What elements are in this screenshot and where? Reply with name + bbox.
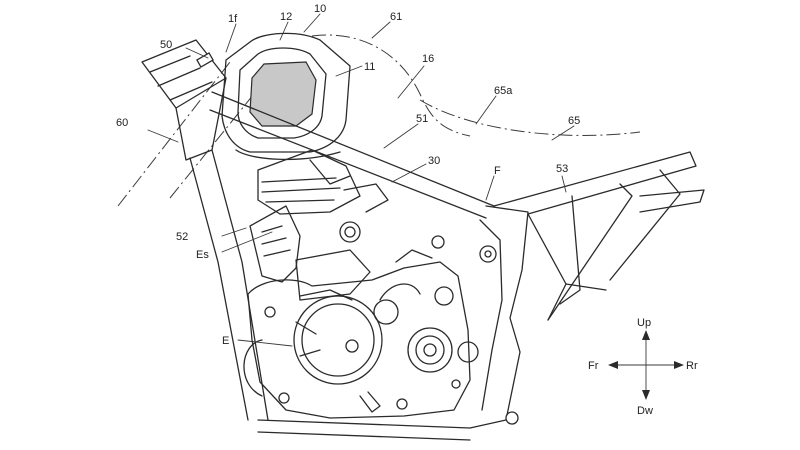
label-60: 60 xyxy=(116,117,128,129)
label-65a: 65a xyxy=(494,85,513,97)
label-E: E xyxy=(222,335,229,347)
arrow-down-icon xyxy=(642,390,650,400)
label-52: 52 xyxy=(176,231,188,243)
arrow-up-icon xyxy=(642,330,650,340)
direction-rear: Rr xyxy=(686,360,698,372)
label-10: 10 xyxy=(314,3,326,15)
leader-lines xyxy=(147,13,575,347)
engine-cylinder xyxy=(249,149,389,301)
head-pipe xyxy=(141,39,227,161)
label-11: 11 xyxy=(364,61,375,73)
envelope-curve-61 xyxy=(311,34,471,137)
label-51: 51 xyxy=(416,113,428,125)
envelope-curve-65 xyxy=(419,99,641,136)
label-1f: 1f xyxy=(228,13,238,25)
label-53: 53 xyxy=(556,163,568,175)
label-65: 65 xyxy=(568,115,580,127)
direction-indicator: Up Dw Fr Rr xyxy=(588,317,698,417)
lower-cradle xyxy=(257,419,471,429)
direction-down: Dw xyxy=(637,405,653,417)
engine-crankcase xyxy=(243,235,479,419)
label-16: 16 xyxy=(422,53,434,65)
lower-cradle-2 xyxy=(257,431,471,441)
label-30: 30 xyxy=(428,155,440,167)
arrow-left-icon xyxy=(608,361,618,369)
label-F: F xyxy=(494,165,501,177)
label-61: 61 xyxy=(390,11,402,23)
main-frame xyxy=(189,91,529,429)
steering-axis-line xyxy=(117,61,231,207)
direction-front: Fr xyxy=(588,360,599,372)
arrow-right-icon xyxy=(674,361,684,369)
seat-rail xyxy=(493,151,705,321)
label-Es: Es xyxy=(196,249,209,261)
direction-up: Up xyxy=(637,317,651,329)
label-50: 50 xyxy=(160,39,172,51)
label-12: 12 xyxy=(280,11,292,23)
